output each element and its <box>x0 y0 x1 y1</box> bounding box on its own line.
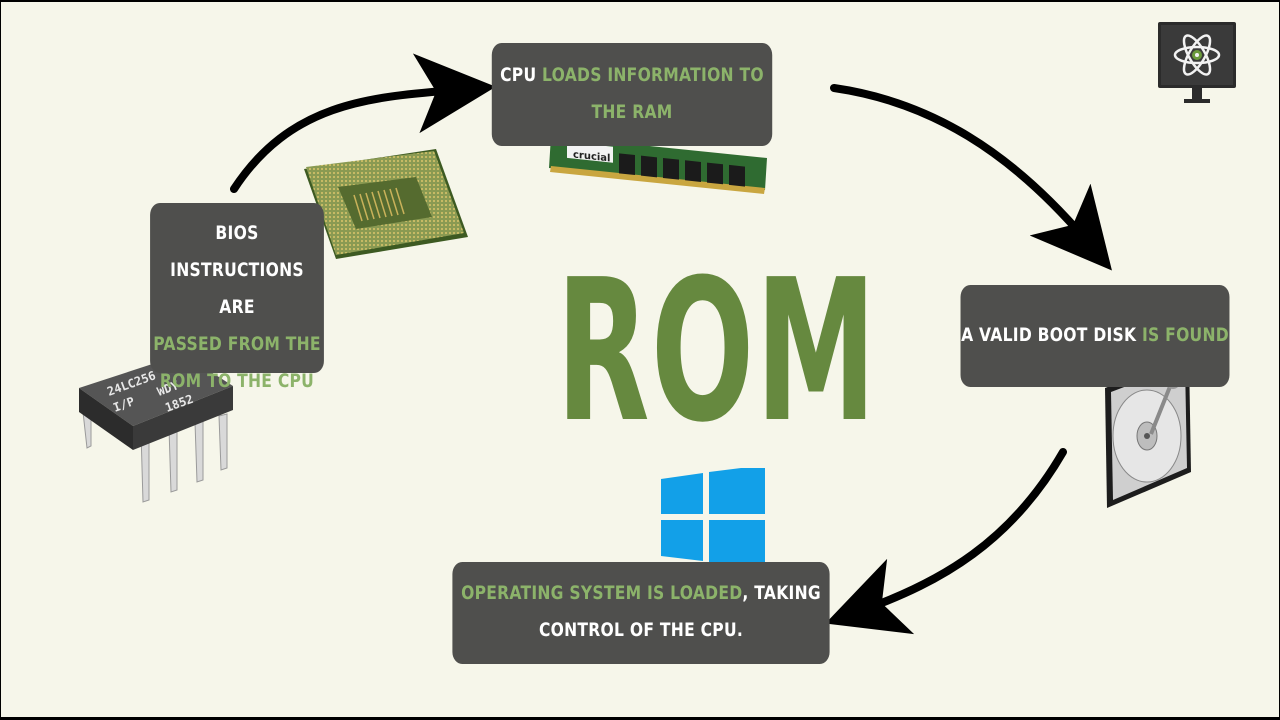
step-text-line: OPERATING SYSTEM IS LOADED, TAKING <box>452 575 829 612</box>
step-text-line: INSTRUCTIONS ARE <box>150 252 324 326</box>
step-box-os-loaded: OPERATING SYSTEM IS LOADED, TAKING CONTRO… <box>452 562 830 664</box>
step-text-highlight: LOADS INFORMATION TO <box>542 64 764 86</box>
chip-label-2: I/P <box>111 394 136 415</box>
step-text-line: PASSED FROM THE <box>150 326 324 363</box>
step-text-line: CPU LOADS INFORMATION TO <box>492 57 772 94</box>
step-text-highlight: OPERATING SYSTEM IS LOADED <box>461 582 743 604</box>
step-text-highlight: ROM TO THE CPU <box>159 370 315 392</box>
step-text: CPU <box>500 64 543 86</box>
step-text-highlight: THE RAM <box>591 101 673 123</box>
step-box-boot-disk: A VALID BOOT DISK IS FOUND <box>960 285 1230 387</box>
arrow-ram-to-disk <box>830 84 1112 271</box>
ram-icon: crucial <box>549 136 767 194</box>
step-box-cpu-ram: CPU LOADS INFORMATION TO THE RAM <box>491 43 773 146</box>
arrow-bios-to-ram <box>230 53 496 193</box>
step-text-line: CONTROL OF THE CPU. <box>452 612 829 649</box>
hard-drive-icon <box>1105 356 1191 508</box>
diagram-title: ROM <box>556 238 878 466</box>
atom-monitor-logo-icon <box>1158 22 1236 103</box>
windows-logo-icon <box>661 468 765 572</box>
ram-brand-label: crucial <box>573 150 610 165</box>
step-box-bios: BIOS INSTRUCTIONS ARE PASSED FROM THE ROM T… <box>150 203 324 392</box>
step-text-line: ROM TO THE CPU <box>150 363 324 400</box>
cpu-icon <box>304 149 468 259</box>
step-text-line: BIOS <box>150 215 324 252</box>
step-text: INSTRUCTIONS ARE <box>170 259 304 318</box>
step-text: , TAKING <box>742 582 821 604</box>
step-text-highlight: PASSED FROM THE <box>153 333 321 355</box>
step-text-highlight: IS FOUND <box>1141 324 1229 346</box>
step-text-line: THE RAM <box>492 94 772 131</box>
arrow-disk-to-os <box>825 448 1067 635</box>
step-text-line: A VALID BOOT DISK IS FOUND <box>961 317 1230 354</box>
step-text: BIOS <box>215 222 259 244</box>
step-text: A VALID BOOT DISK <box>961 324 1142 346</box>
step-text: CONTROL OF THE CPU. <box>538 619 744 641</box>
